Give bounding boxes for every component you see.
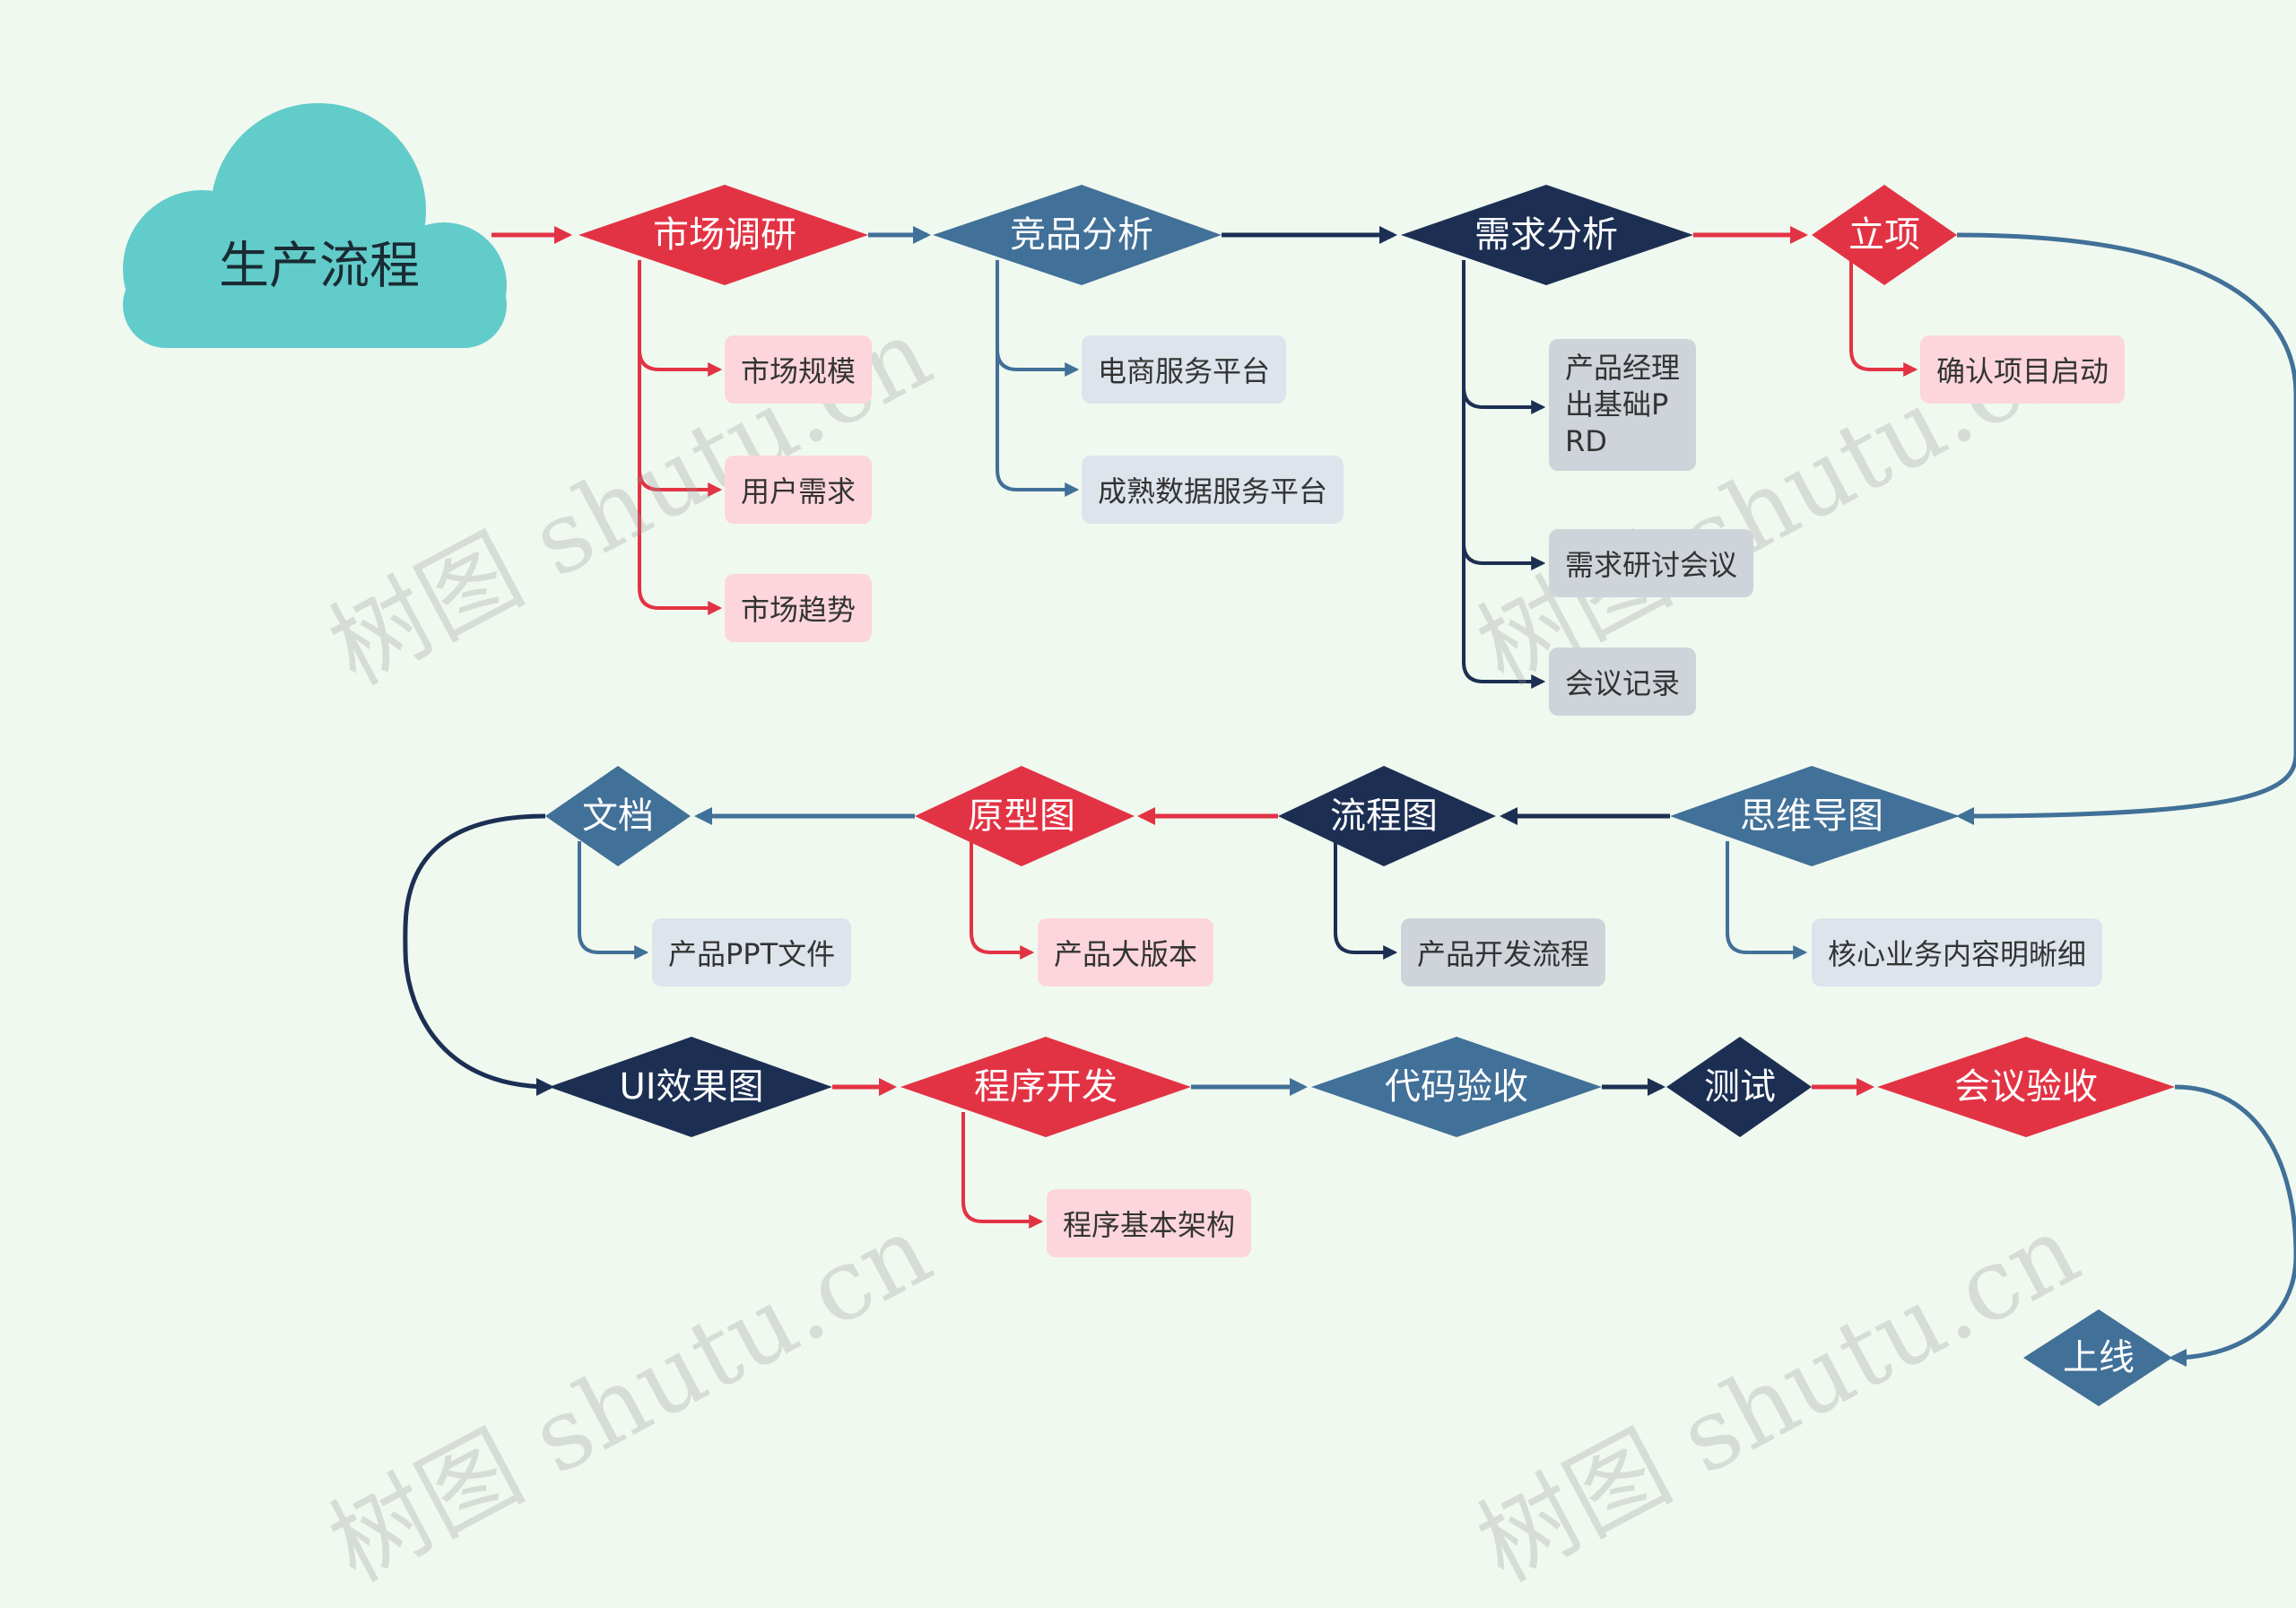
leaf-market-trend[interactable]: 市场趋势: [725, 574, 873, 642]
leaf-core-business[interactable]: 核心业务内容明晰细: [1812, 918, 2103, 987]
leaf-data-service-platform[interactable]: 成熟数据服务平台: [1082, 456, 1344, 524]
leaf-ecommerce-platform[interactable]: 电商服务平台: [1082, 335, 1287, 404]
diamond-meeting-review: [1877, 1037, 2175, 1137]
link-meeting-launch: [2169, 1084, 2296, 1367]
diamond-market-research: [578, 185, 868, 285]
diamond-prototype: [915, 766, 1135, 866]
node-project-setup[interactable]: 立项: [1848, 214, 1920, 256]
node-code-review[interactable]: 代码验收: [1385, 1066, 1528, 1108]
diamond-launch: [2023, 1309, 2172, 1406]
leaf-basic-architecture[interactable]: 程序基本架构: [1047, 1189, 1252, 1257]
node-testing[interactable]: 测试: [1704, 1066, 1776, 1108]
diamond-development: [900, 1037, 1191, 1137]
node-development[interactable]: 程序开发: [974, 1066, 1118, 1108]
leaf-user-demand[interactable]: 用户需求: [725, 456, 873, 524]
node-ui-design[interactable]: UI效果图: [619, 1066, 764, 1108]
node-prototype[interactable]: 原型图: [968, 795, 1075, 837]
node-mind-map[interactable]: 思维导图: [1740, 795, 1883, 837]
link-document-ui: [403, 813, 554, 1096]
node-flow-chart[interactable]: 流程图: [1330, 795, 1438, 837]
leaf-basic-prd[interactable]: 产品经理出基础PRD: [1549, 339, 1696, 471]
link-setup-mindmap: [1956, 232, 2296, 825]
leaf-dev-process[interactable]: 产品开发流程: [1401, 918, 1606, 987]
diamond-code-review: [1311, 1037, 1602, 1137]
cloud-root-shape: [123, 103, 507, 348]
leaf-ppt-file[interactable]: 产品PPT文件: [652, 918, 852, 987]
node-launch[interactable]: 上线: [2063, 1337, 2135, 1378]
node-requirement-analysis[interactable]: 需求分析: [1474, 214, 1618, 256]
diamond-competitor-analysis: [933, 185, 1222, 285]
leaf-meeting-notes[interactable]: 会议记录: [1549, 648, 1697, 716]
diamond-ui-design: [549, 1037, 832, 1137]
diamond-document: [545, 766, 691, 866]
diamond-testing: [1666, 1037, 1812, 1137]
root-title: 生产流程: [219, 237, 420, 296]
diamond-project-setup: [1812, 185, 1957, 285]
leaf-market-size[interactable]: 市场规模: [725, 335, 873, 404]
leaf-confirm-project-start[interactable]: 确认项目启动: [1920, 335, 2126, 404]
diamond-requirement-analysis: [1401, 185, 1693, 285]
leaf-major-version[interactable]: 产品大版本: [1038, 918, 1214, 987]
diamond-flow-chart: [1278, 766, 1496, 866]
node-meeting-review[interactable]: 会议验收: [1954, 1066, 2098, 1108]
node-market-research[interactable]: 市场调研: [653, 214, 796, 256]
diamond-mind-map: [1670, 766, 1960, 866]
node-document[interactable]: 文档: [582, 795, 654, 837]
leaf-requirement-meeting[interactable]: 需求研讨会议: [1549, 529, 1754, 597]
node-competitor-analysis[interactable]: 竞品分析: [1010, 214, 1153, 256]
